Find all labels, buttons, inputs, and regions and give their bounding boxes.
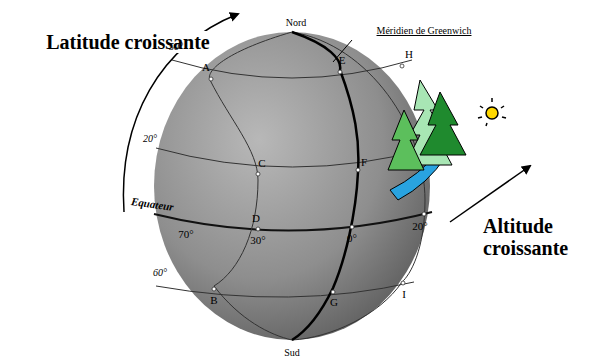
latitude-label: 50° [169,41,183,52]
sphere [154,32,430,340]
point-label: F [361,156,367,168]
point-label: H [405,48,413,60]
equator-line [154,212,432,231]
axis-title: Altitude croissante [483,215,603,259]
point-label: I [402,288,406,300]
point-label: G [330,296,338,308]
longitude-label: 70° [178,228,193,240]
point-label: B [210,294,217,306]
point-label: A [202,61,210,73]
pole-label: Nord [286,17,307,28]
altitude-arrow [450,166,530,222]
points [209,64,426,294]
point-label: D [252,212,260,224]
meridian-label: Méridien de Greenwich [375,25,474,36]
latitude-label: 20° [143,133,157,144]
longitude-label: 0° [347,232,357,244]
point-label: C [258,157,265,169]
greenwich-meridian [292,32,358,340]
axis-title: Latitude croissante [44,31,212,53]
point-label: E [339,54,346,66]
longitude-label: 20° [412,220,427,232]
pole-label: Sud [284,347,300,358]
latitude-label: 60° [153,267,167,278]
trees-icon [388,80,506,200]
longitude-label: 30° [250,234,265,246]
meridians [209,32,425,340]
